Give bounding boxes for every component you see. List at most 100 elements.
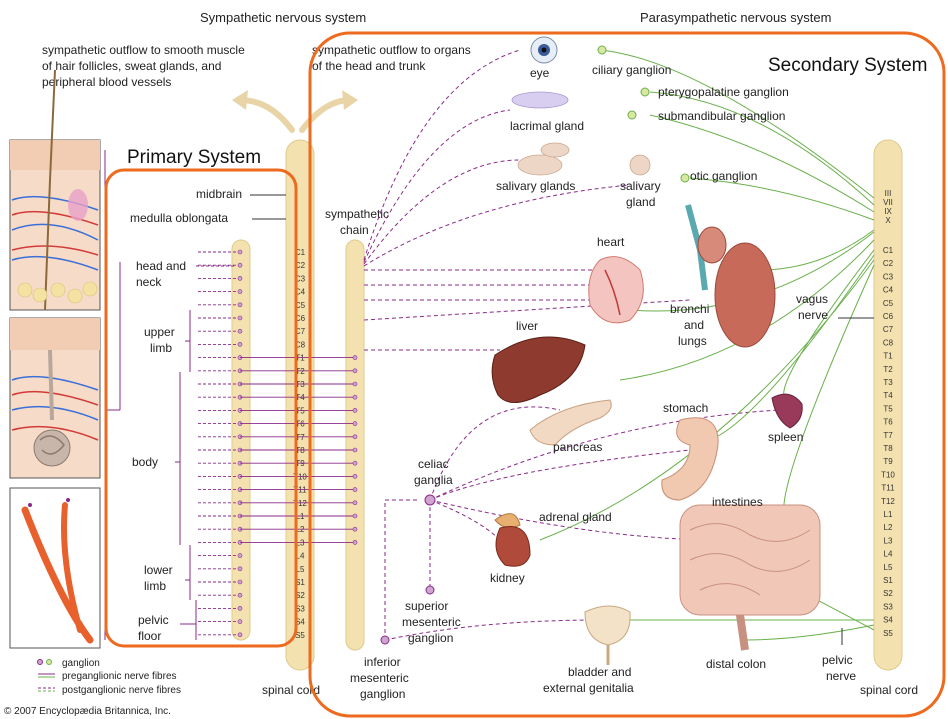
chain-ganglion bbox=[353, 448, 357, 452]
otic-label: otic ganglion bbox=[690, 169, 757, 183]
stomach-label: stomach bbox=[663, 401, 708, 415]
liver-label: liver bbox=[516, 319, 538, 333]
spinal-segment-right-t1: T1 bbox=[883, 352, 893, 361]
pterygopalatine-label: pterygopalatine ganglion bbox=[658, 85, 789, 99]
lower-limb-label-1: lower bbox=[144, 563, 173, 577]
paravertebral-ganglion bbox=[238, 342, 242, 346]
spinal-segment-right-c2: C2 bbox=[883, 259, 894, 268]
sup-mesenteric-label-3: ganglion bbox=[408, 631, 453, 645]
ciliary-label: ciliary ganglion bbox=[592, 63, 671, 77]
salivary-gland-shape-1 bbox=[518, 155, 562, 175]
spinal-segment-right-c4: C4 bbox=[883, 286, 894, 295]
spinal-cord-right-label: spinal cord bbox=[860, 683, 918, 697]
paravertebral-ganglion bbox=[238, 554, 242, 558]
chain-ganglion bbox=[353, 488, 357, 492]
chain-ganglion bbox=[353, 369, 357, 373]
primary-system-box bbox=[106, 170, 296, 646]
paravertebral-ganglion bbox=[238, 303, 242, 307]
paravertebral-ganglion bbox=[238, 263, 242, 267]
bladder-label-1: bladder and bbox=[568, 665, 631, 679]
adrenal-kidney-organ bbox=[495, 514, 530, 567]
pancreas-organ bbox=[530, 400, 611, 445]
bronchi-label-1: bronchi bbox=[670, 302, 709, 316]
distal-colon-label: distal colon bbox=[706, 657, 766, 671]
heart-organ bbox=[589, 257, 644, 323]
inf-mesenteric-label-3: ganglion bbox=[360, 687, 405, 701]
chain-ganglion bbox=[353, 540, 357, 544]
chain-ganglion bbox=[353, 422, 357, 426]
lacrimal-gland-shape bbox=[512, 92, 568, 108]
pelvic-nerve-label-2: nerve bbox=[826, 669, 856, 683]
sympathetic-header: Sympathetic nervous system bbox=[200, 10, 366, 25]
sup-mesenteric-label-1: superior bbox=[405, 599, 448, 613]
celiac-label-1: celiac bbox=[418, 457, 449, 471]
submandibular-label: submandibular ganglion bbox=[658, 109, 785, 123]
celiac-label-2: ganglia bbox=[414, 473, 453, 487]
vagus-label-2: nerve bbox=[798, 308, 828, 322]
head-neck-label-2: neck bbox=[136, 275, 162, 289]
spleen-organ bbox=[772, 394, 802, 428]
chain-ganglion bbox=[353, 356, 357, 360]
cranial-nerve-iii: III bbox=[885, 189, 892, 198]
spinal-segment-right-t8: T8 bbox=[883, 444, 893, 453]
secondary-system-label: Secondary System bbox=[768, 55, 927, 76]
spinal-segment-right-t5: T5 bbox=[883, 404, 893, 413]
stomach-organ bbox=[662, 418, 718, 500]
pancreas-label: pancreas bbox=[553, 440, 602, 454]
paravertebral-ganglion bbox=[238, 620, 242, 624]
upper-limb-label-1: upper bbox=[144, 325, 175, 339]
outflow-left-note: sympathetic outflow to smooth muscle of … bbox=[42, 43, 245, 89]
eye-label: eye bbox=[530, 66, 550, 80]
kidney-label: kidney bbox=[490, 571, 525, 585]
lower-limb-label-2: limb bbox=[144, 579, 166, 593]
cranial-nerve-ix: IX bbox=[884, 207, 892, 216]
parasympathetic-header: Parasympathetic nervous system bbox=[640, 10, 831, 25]
spleen-label: spleen bbox=[768, 430, 803, 444]
eye-organ bbox=[531, 37, 557, 63]
hair-follicle-panel bbox=[10, 70, 100, 310]
arrow-left-head bbox=[232, 90, 248, 110]
arrow-left-curve bbox=[240, 100, 292, 130]
spinal-segment-right-l2: L2 bbox=[884, 523, 893, 532]
cranial-nerve-vii: VII bbox=[883, 198, 893, 207]
region-brackets bbox=[112, 262, 236, 640]
inf-mesenteric-label-2: mesenteric bbox=[350, 671, 409, 685]
vagus-label-1: vagus bbox=[796, 292, 828, 306]
bladder-label-2: external genitalia bbox=[543, 681, 634, 695]
chain-ganglion bbox=[353, 435, 357, 439]
chain-ganglion bbox=[353, 527, 357, 531]
outflow-arrows bbox=[240, 100, 350, 130]
spinal-segment-right-t10: T10 bbox=[881, 470, 895, 479]
paravertebral-ganglion bbox=[238, 633, 242, 637]
sympathetic-chain-label-1: sympathetic bbox=[325, 207, 389, 221]
intestines-label: intestines bbox=[712, 495, 763, 509]
inf-mesenteric-label-1: inferior bbox=[364, 655, 401, 669]
outflow-left-line-1: sympathetic outflow to smooth muscle bbox=[42, 43, 245, 57]
spinal-segment-right-c7: C7 bbox=[883, 325, 894, 334]
legend: ganglion preganglionic nerve fibres post… bbox=[38, 658, 181, 696]
pelvic-floor-label-1: pelvic bbox=[138, 613, 169, 627]
blood-vessel-panel bbox=[10, 488, 100, 648]
bronchi-label-2: and bbox=[684, 318, 704, 332]
spinal-segment-right-s2: S2 bbox=[883, 589, 893, 598]
spinal-segment-right-l5: L5 bbox=[884, 563, 893, 572]
lacrimal-label: lacrimal gland bbox=[510, 119, 584, 133]
salivary-gland-label-2: gland bbox=[626, 195, 655, 209]
spinal-segment-right-s1: S1 bbox=[883, 576, 893, 585]
cranial-nerve-x: X bbox=[885, 216, 891, 225]
primary-system-label: Primary System bbox=[127, 147, 261, 168]
bladder-organ bbox=[585, 606, 630, 665]
chain-ganglion bbox=[353, 514, 357, 518]
bronchi-label-3: lungs bbox=[678, 334, 707, 348]
paravertebral-ganglion bbox=[238, 567, 242, 571]
spinal-segment-right-t9: T9 bbox=[883, 457, 893, 466]
chain-ganglion bbox=[353, 408, 357, 412]
chain-ganglion bbox=[353, 501, 357, 505]
outflow-left-line-3: peripheral blood vessels bbox=[42, 75, 171, 89]
heart-label: heart bbox=[597, 235, 625, 249]
intestines-organ bbox=[680, 505, 820, 650]
adrenal-label: adrenal gland bbox=[539, 510, 612, 524]
spinal-segment-right-c1: C1 bbox=[883, 246, 894, 255]
midbrain-label: midbrain bbox=[196, 187, 242, 201]
